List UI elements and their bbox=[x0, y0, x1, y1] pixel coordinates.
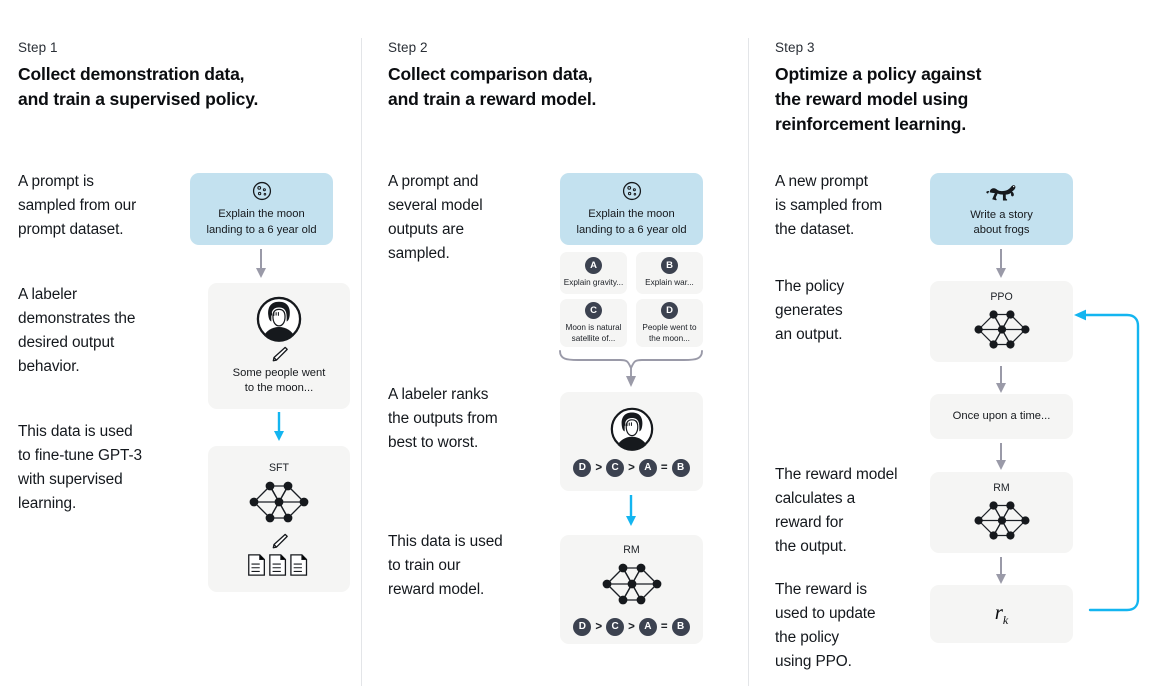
moon-icon bbox=[621, 180, 643, 202]
step-3-desc-2: The policy generates an output. bbox=[775, 278, 845, 344]
arrow-gray-5 bbox=[994, 557, 1008, 585]
arrow-gray-4 bbox=[994, 443, 1008, 471]
option-badge-c: C bbox=[585, 301, 602, 319]
step-3-column: Step 3 Optimize a policy against the rew… bbox=[775, 0, 1147, 696]
step-3-output-text: Once upon a time... bbox=[952, 409, 1051, 422]
step-1-sft-caption: SFT bbox=[268, 462, 289, 474]
column-separator-2 bbox=[748, 38, 749, 686]
step-2-rm-caption: RM bbox=[623, 543, 640, 556]
option-label-c: Moon is natural satellite of... bbox=[565, 322, 622, 343]
step-3-ppo-box: PPO bbox=[930, 281, 1073, 362]
step-2-prompt-box: Explain the moon landing to a 6 year old bbox=[560, 173, 703, 245]
step-3-desc-3: The reward model calculates a reward for… bbox=[775, 466, 898, 556]
step-3-ppo-caption: PPO bbox=[990, 290, 1013, 303]
rm-rank-badge-b: B bbox=[671, 617, 690, 636]
step-3-output-box: Once upon a time... bbox=[930, 394, 1073, 439]
rm-rank-op-3: = bbox=[660, 620, 668, 633]
neural-network-icon bbox=[973, 306, 1031, 353]
option-card-d: D People went to the moon... bbox=[636, 299, 703, 347]
rm-rank-op-1: > bbox=[595, 620, 603, 633]
step-3-label: Step 3 bbox=[775, 40, 815, 55]
step-2-ranking-box: D > C > A = B bbox=[560, 392, 703, 491]
step-3-prompt-box: Write a story about frogs bbox=[930, 173, 1073, 245]
step-1-sft-box: SFT bbox=[208, 446, 350, 592]
arrow-gray-1 bbox=[254, 249, 268, 279]
merge-brace-arrow bbox=[558, 350, 706, 388]
pencil-icon bbox=[269, 533, 289, 549]
step-3-prompt-text: Write a story about frogs bbox=[970, 208, 1033, 236]
step-3-title: Optimize a policy against the reward mod… bbox=[775, 64, 982, 134]
step-1-prompt-box: Explain the moon landing to a 6 year old bbox=[190, 173, 333, 245]
option-label-d: People went to the moon... bbox=[642, 322, 697, 343]
rm-rank-badge-d: D bbox=[573, 617, 592, 636]
step-2-rm-ranking-row: D > C > A = B bbox=[573, 617, 690, 636]
step-1-labeler-box: Some people went to the moon... bbox=[208, 283, 350, 409]
step-2-prompt-text: Explain the moon landing to a 6 year old bbox=[576, 208, 687, 236]
column-separator-1 bbox=[361, 38, 362, 686]
option-badge-b: B bbox=[661, 257, 678, 275]
labeler-avatar-icon bbox=[610, 407, 654, 451]
option-label-b: Explain war... bbox=[645, 278, 694, 288]
documents-icon bbox=[247, 554, 311, 576]
step-3-reward-box: rk bbox=[930, 585, 1073, 643]
step-1-desc-2: A labeler demonstrates the desired outpu… bbox=[18, 286, 136, 376]
step-1-title: Collect demonstration data, and train a … bbox=[18, 64, 259, 109]
rank-badge-c: C bbox=[606, 458, 625, 477]
option-badge-d: D bbox=[661, 301, 678, 319]
arrow-blue-1 bbox=[272, 412, 286, 442]
labeler-avatar-icon bbox=[256, 296, 302, 342]
rm-rank-badge-c: C bbox=[606, 617, 625, 636]
neural-network-icon bbox=[973, 497, 1031, 544]
feedback-loop-arrow bbox=[1070, 305, 1155, 620]
step-3-desc-1: A new prompt is sampled from the dataset… bbox=[775, 173, 883, 239]
rank-op-3: = bbox=[660, 461, 668, 474]
step-2-rm-box: RM bbox=[560, 535, 703, 644]
step-1-label: Step 1 bbox=[18, 40, 58, 55]
neural-network-icon bbox=[248, 477, 310, 527]
step-2-desc-2: A labeler ranks the outputs from best to… bbox=[388, 386, 498, 452]
rank-op-1: > bbox=[595, 461, 603, 474]
rank-badge-b: B bbox=[671, 458, 690, 477]
reward-formula: rk bbox=[995, 600, 1009, 628]
rank-badge-d: D bbox=[573, 458, 592, 477]
step-2-column: Step 2 Collect comparison data, and trai… bbox=[388, 0, 728, 696]
arrow-gray-3 bbox=[994, 366, 1008, 394]
neural-network-icon bbox=[601, 559, 663, 609]
arrow-blue-2 bbox=[624, 495, 638, 527]
step-1-column: Step 1 Collect demonstration data, and t… bbox=[18, 0, 358, 696]
step-3-rm-box: RM bbox=[930, 472, 1073, 553]
option-card-a: A Explain gravity... bbox=[560, 252, 627, 294]
step-1-labeler-text: Some people went to the moon... bbox=[232, 366, 326, 394]
frog-icon bbox=[985, 180, 1018, 202]
arrow-gray-2 bbox=[994, 249, 1008, 279]
rm-rank-badge-a: A bbox=[638, 617, 657, 636]
option-label-a: Explain gravity... bbox=[563, 278, 624, 288]
step-1-desc-1: A prompt is sampled from our prompt data… bbox=[18, 173, 137, 239]
option-card-b: B Explain war... bbox=[636, 252, 703, 294]
rm-rank-op-2: > bbox=[628, 620, 635, 633]
step-3-rm-caption: RM bbox=[993, 481, 1010, 494]
pencil-icon bbox=[269, 346, 289, 362]
rank-op-2: > bbox=[628, 461, 635, 474]
step-2-desc-1: A prompt and several model outputs are s… bbox=[388, 173, 483, 263]
step-1-prompt-text: Explain the moon landing to a 6 year old bbox=[206, 208, 317, 236]
step-3-desc-4: The reward is used to update the policy … bbox=[775, 581, 876, 671]
step-1-desc-3: This data is used to fine-tune GPT-3 wit… bbox=[18, 423, 142, 513]
step-2-ranking-row: D > C > A = B bbox=[573, 458, 690, 477]
reward-subscript: k bbox=[1002, 613, 1009, 628]
option-badge-a: A bbox=[585, 257, 602, 275]
step-2-label: Step 2 bbox=[388, 40, 428, 55]
option-card-c: C Moon is natural satellite of... bbox=[560, 299, 627, 347]
step-2-title: Collect comparison data, and train a rew… bbox=[388, 64, 597, 109]
reward-symbol: r bbox=[994, 599, 1003, 624]
rank-badge-a: A bbox=[638, 458, 657, 477]
moon-icon bbox=[251, 180, 273, 202]
step-2-desc-3: This data is used to train our reward mo… bbox=[388, 533, 503, 599]
